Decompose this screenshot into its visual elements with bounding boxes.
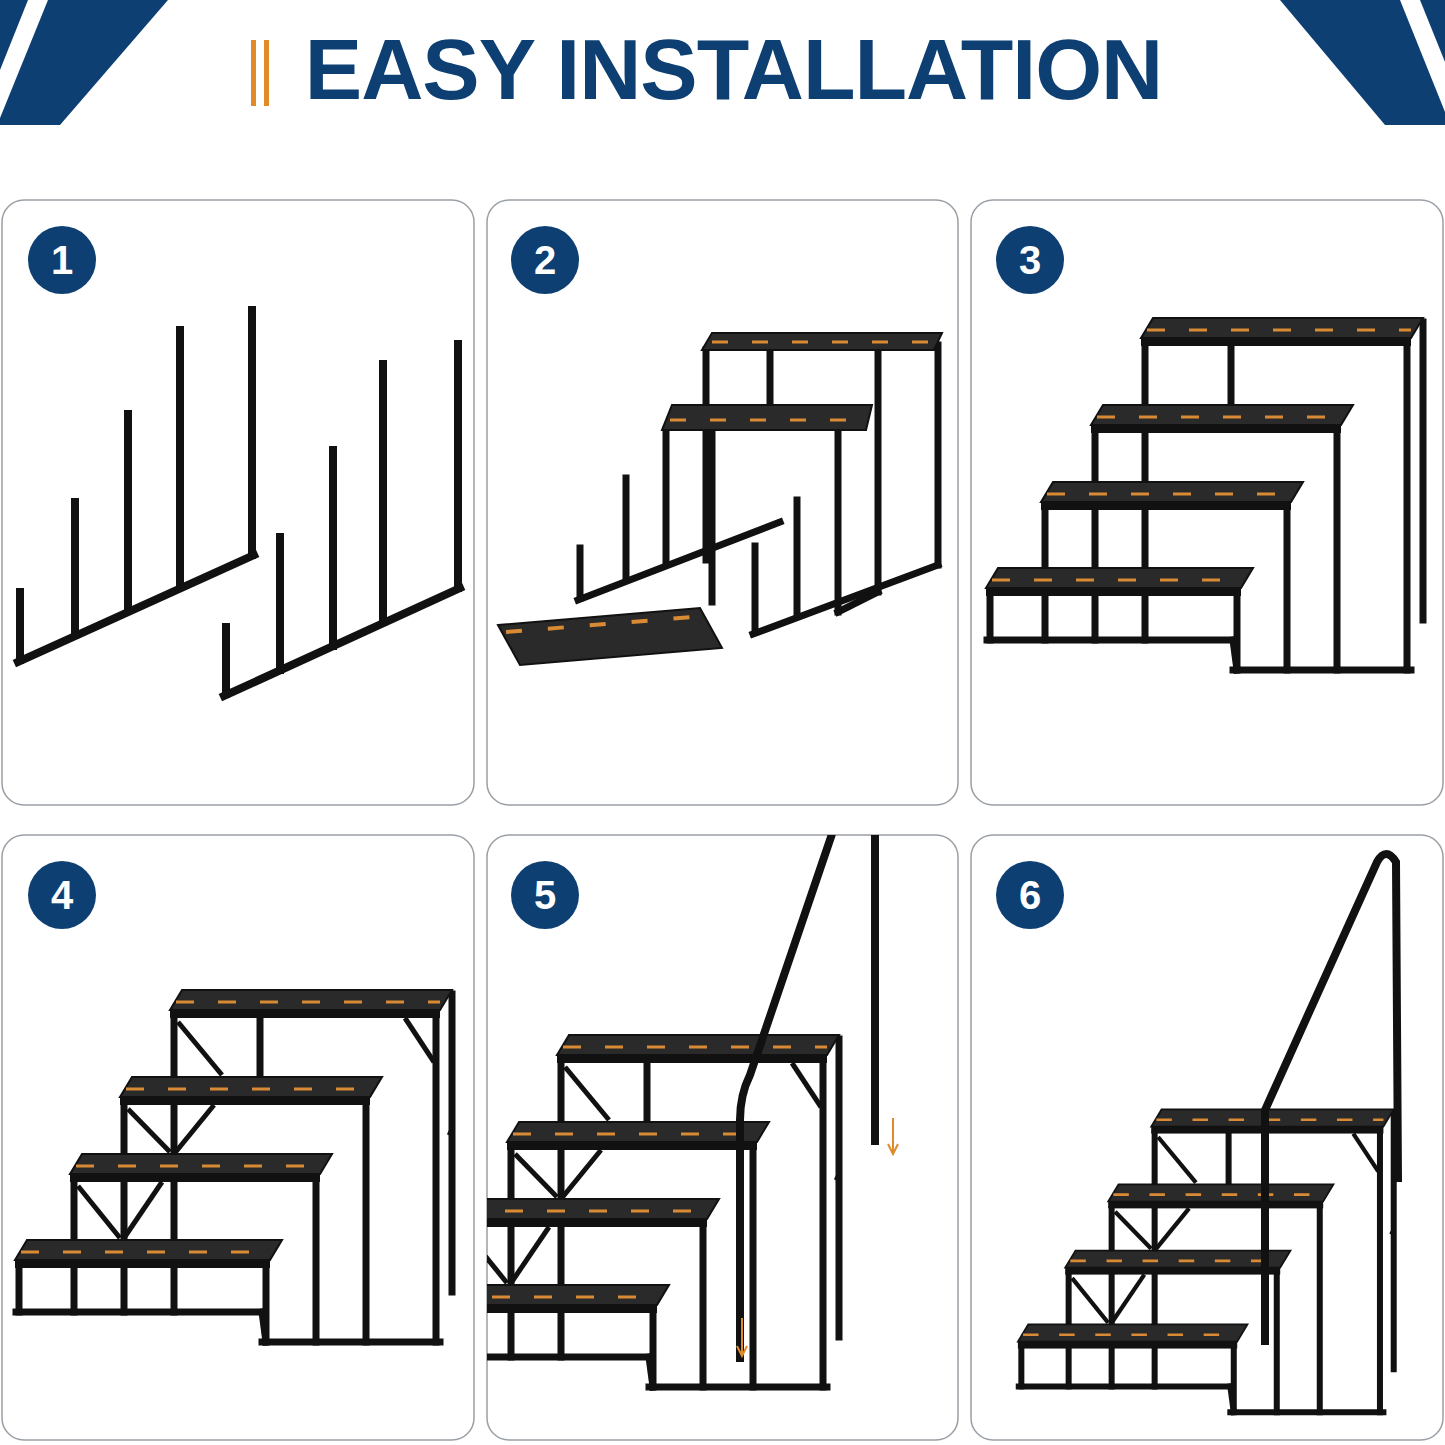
callout-number: 6 <box>1019 875 1041 915</box>
step-number-circle: 5 <box>511 861 579 929</box>
step-number-circle: 3 <box>996 226 1064 294</box>
step-number-circle: 6 <box>996 861 1064 929</box>
callout-number: 4 <box>51 875 73 915</box>
callout-number: 5 <box>534 875 556 915</box>
step-number-circle: 4 <box>28 861 96 929</box>
title-bar: EASY INSTALLATION <box>0 22 1445 117</box>
step-number-circle: 1 <box>28 226 96 294</box>
callout-number: 2 <box>534 240 556 280</box>
callout-number: 1 <box>51 240 73 280</box>
callout-number: 3 <box>1019 240 1041 280</box>
step-number-circle: 2 <box>511 226 579 294</box>
page-title: EASY INSTALLATION <box>305 22 1162 117</box>
